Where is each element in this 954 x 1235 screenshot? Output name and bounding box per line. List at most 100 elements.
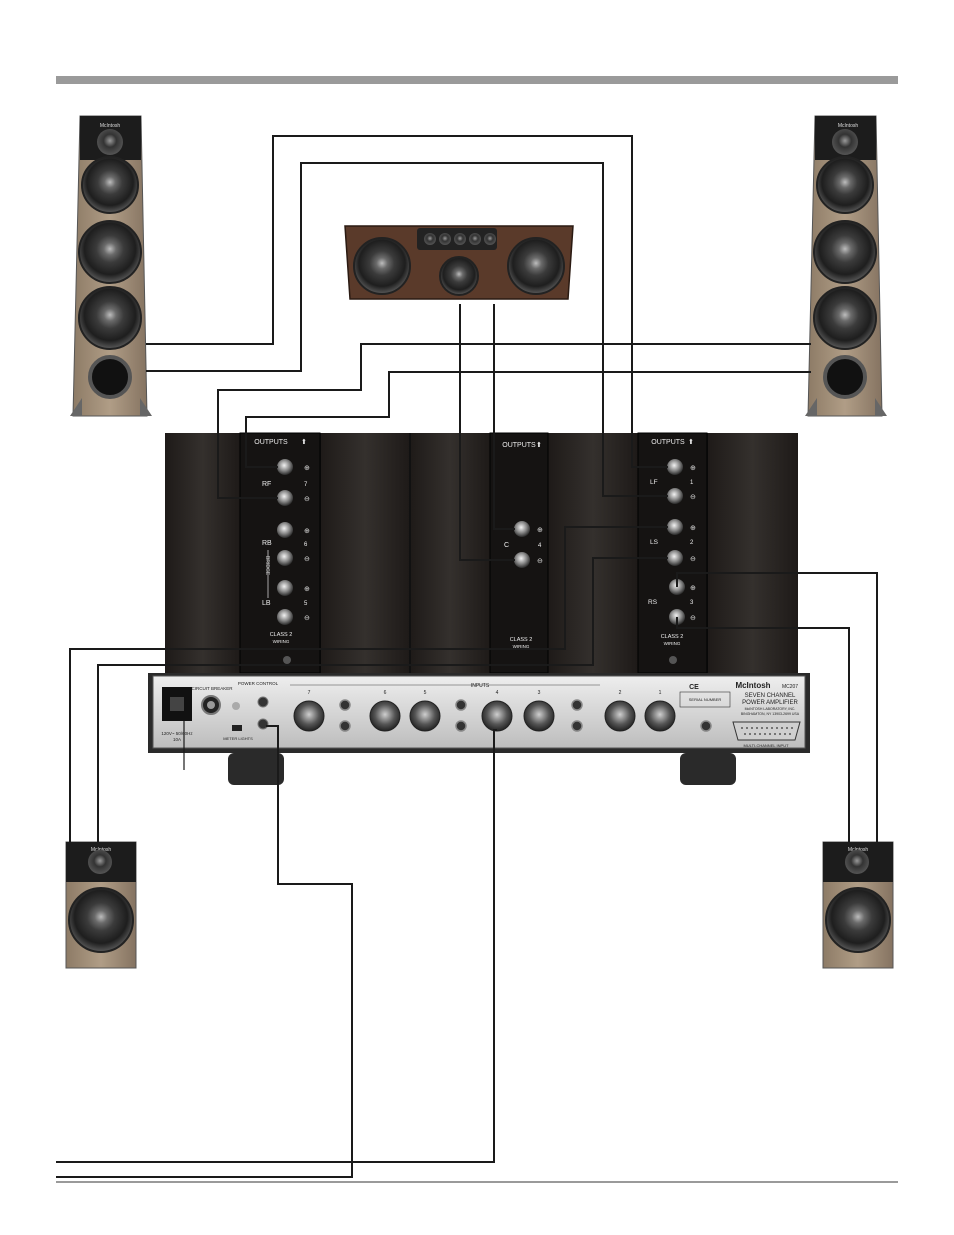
power-control-jack[interactable] <box>257 696 269 708</box>
speaker-brand-badge: McIntosh <box>100 123 121 129</box>
balanced-input-jack[interactable] <box>369 700 401 732</box>
binding-post[interactable] <box>667 459 683 475</box>
input-number: 4 <box>496 690 499 696</box>
channel-number-2: 2 <box>690 540 694 546</box>
minus-sign: ⊖ <box>690 494 696 501</box>
circuit-breaker-label: CIRCUIT BREAKER <box>192 686 234 691</box>
wire-ls-positive <box>69 526 668 842</box>
wire-center-negative <box>459 304 515 561</box>
outputs-label: OUTPUTS <box>254 439 288 446</box>
minus-sign: ⊖ <box>690 615 696 622</box>
balanced-input-jack[interactable] <box>409 700 441 732</box>
output-arrow-icon: ⬆ <box>688 438 694 446</box>
wire-rf-negative <box>146 162 668 497</box>
meter-lights-label: METER LIGHTS <box>223 736 253 741</box>
power-control-label: POWER CONTROL <box>238 681 279 686</box>
model-number: MC207 <box>782 684 798 690</box>
unbalanced-input-jack[interactable] <box>571 720 583 732</box>
channel-name-lf: LF <box>650 479 658 486</box>
minus-sign: ⊖ <box>304 556 310 563</box>
amplifier-rear-panel: 120V~ 50/60Hz 10A CIRCUIT BREAKER POWER … <box>148 673 810 785</box>
speaker-left-front-tower: McIntosh <box>70 115 152 417</box>
wire-rf-positive <box>146 135 668 468</box>
binding-post[interactable] <box>514 552 530 568</box>
minus-sign: ⊖ <box>304 496 310 503</box>
input-number: 7 <box>308 690 311 696</box>
speaker-right-front-tower: McIntosh <box>805 115 887 417</box>
meter-lights-switch[interactable] <box>232 725 242 731</box>
channel-name-rs: RS <box>648 599 658 606</box>
unbalanced-input-jack[interactable] <box>339 720 351 732</box>
input-number: 6 <box>384 690 387 696</box>
serial-number-box <box>679 691 731 708</box>
binding-post[interactable] <box>277 580 293 596</box>
unbalanced-input-jack[interactable] <box>455 699 467 711</box>
channel-name-rb: RB <box>262 540 272 547</box>
binding-post[interactable] <box>667 488 683 504</box>
serial-number-label: SERIAL NUMBER <box>689 697 722 702</box>
channel-number-4: 4 <box>538 543 542 549</box>
class2-label: CLASS 2 <box>661 634 684 640</box>
balanced-input-jack[interactable] <box>481 700 513 732</box>
input-number: 1 <box>659 690 662 696</box>
binding-post[interactable] <box>277 550 293 566</box>
wire-audio-input <box>56 729 497 1163</box>
balanced-input-jack[interactable] <box>523 700 555 732</box>
minus-sign: ⊖ <box>690 556 696 563</box>
wire-lf-positive <box>217 343 811 499</box>
product-line-2: POWER AMPLIFIER <box>742 700 798 706</box>
output-panel-left: OUTPUTS ⬆ ⊕ ⊖ ⊕ ⊖ ⊕ ⊖ RF 7 RB 6 LB 5 BRI… <box>239 432 321 674</box>
plus-sign: ⊕ <box>304 528 310 535</box>
binding-post[interactable] <box>277 459 293 475</box>
plus-sign: ⊕ <box>690 585 696 592</box>
output-arrow-icon: ⬆ <box>536 441 542 449</box>
bridge-label: BRIDGE <box>264 556 270 576</box>
speaker-brand-badge: McIntosh <box>838 123 859 129</box>
input-number: 5 <box>424 690 427 696</box>
power-control-jack[interactable] <box>257 718 269 730</box>
multi-channel-data-port[interactable] <box>732 721 801 741</box>
unbalanced-input-jack[interactable] <box>455 720 467 732</box>
balanced-input-jack[interactable] <box>644 700 676 732</box>
input-number: 3 <box>538 690 541 696</box>
balanced-input-jack[interactable] <box>293 700 325 732</box>
plus-sign: ⊕ <box>304 586 310 593</box>
speaker-left-surround: McIntosh <box>65 841 137 969</box>
channel-name-ls: LS <box>650 539 659 546</box>
input-number: 2 <box>619 690 622 696</box>
header-rule <box>56 76 898 84</box>
outputs-label: OUTPUTS <box>502 442 536 449</box>
binding-post[interactable] <box>277 609 293 625</box>
channel-number-1: 1 <box>690 480 694 486</box>
class2-label: CLASS 2 <box>510 637 533 643</box>
wire-rs-negative <box>676 617 850 842</box>
binding-post[interactable] <box>514 521 530 537</box>
speaker-right-surround: McIntosh <box>822 841 894 969</box>
binding-post[interactable] <box>667 519 683 535</box>
binding-post[interactable] <box>667 550 683 566</box>
channel-number-7: 7 <box>304 482 308 488</box>
wiring-label: WIRING <box>513 644 530 649</box>
unbalanced-input-jack[interactable] <box>700 720 712 732</box>
binding-post[interactable] <box>277 490 293 506</box>
binding-post[interactable] <box>277 522 293 538</box>
channel-number-5: 5 <box>304 601 308 607</box>
inputs-label: INPUTS <box>471 683 490 689</box>
footer-rule <box>56 1181 898 1183</box>
mains-current-label: 10A <box>173 737 181 742</box>
outputs-label: OUTPUTS <box>651 439 685 446</box>
balanced-input-jack[interactable] <box>604 700 636 732</box>
ce-mark: CE <box>689 684 699 691</box>
maker-line-1: McINTOSH LABORATORY, INC. <box>745 707 796 711</box>
wiring-label: WIRING <box>273 639 290 644</box>
output-panel-center: OUTPUTS ⬆ ⊕ ⊖ C 4 CLASS 2 WIRING <box>489 432 549 674</box>
unbalanced-input-jack[interactable] <box>571 699 583 711</box>
unbalanced-input-jack[interactable] <box>339 699 351 711</box>
plus-sign: ⊕ <box>690 465 696 472</box>
output-arrow-icon: ⬆ <box>301 438 307 446</box>
wire-power-control <box>56 725 353 1178</box>
channel-number-6: 6 <box>304 542 308 548</box>
speaker-wires <box>56 135 878 1178</box>
data-port-label: MULTI-CHANNEL INPUT <box>743 743 789 748</box>
